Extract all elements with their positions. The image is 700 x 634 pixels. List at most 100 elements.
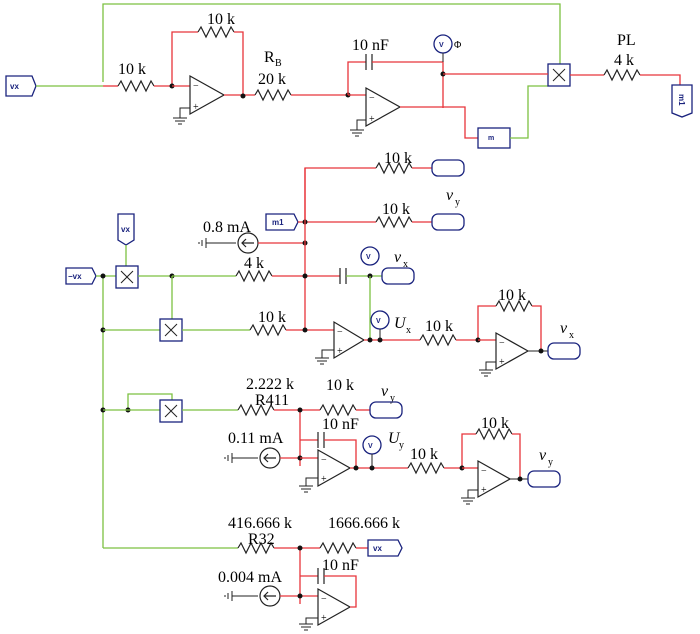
resistor-ux[interactable] xyxy=(419,333,457,347)
svg-text:V: V xyxy=(439,42,444,49)
feedback-wire-top xyxy=(102,3,561,82)
svg-text:+: + xyxy=(369,114,375,125)
svg-text:+: + xyxy=(337,346,343,357)
capacitor-2[interactable] xyxy=(317,432,325,448)
svg-text:−: − xyxy=(337,327,343,338)
resistor-fb-2[interactable] xyxy=(495,299,533,313)
svg-text:Φ: Φ xyxy=(454,40,461,51)
svg-text:−: − xyxy=(499,338,505,349)
resistor-r411[interactable] xyxy=(237,403,275,417)
svg-text:10 k: 10 k xyxy=(425,318,453,335)
resistor-4k[interactable] xyxy=(235,269,273,283)
svg-text:v: v xyxy=(394,249,402,266)
svg-text:vx: vx xyxy=(10,82,19,91)
multiplier-mid-2[interactable] xyxy=(159,318,183,342)
svg-text:V: V xyxy=(368,443,373,450)
op-amp-1[interactable]: − + xyxy=(173,74,226,125)
svg-text:x: x xyxy=(569,330,574,341)
resistor-uy[interactable] xyxy=(407,461,445,475)
resistor-feedback-top[interactable] xyxy=(197,25,235,39)
resistor-10k-c[interactable] xyxy=(319,403,357,417)
svg-text:10 nF: 10 nF xyxy=(322,557,359,574)
svg-text:+: + xyxy=(321,613,327,624)
svg-text:10 k: 10 k xyxy=(481,415,509,432)
op-amp-2[interactable]: − + xyxy=(350,86,402,137)
resistor-fb-3[interactable] xyxy=(475,427,513,441)
voltmeter-vphi[interactable]: V Φ xyxy=(433,34,461,62)
resistor-m1-a[interactable] xyxy=(375,161,413,175)
svg-text:0.8 mA: 0.8 mA xyxy=(203,219,251,236)
svg-text:v: v xyxy=(446,187,454,204)
port-vx-out3[interactable]: vx xyxy=(367,539,403,557)
svg-text:m1: m1 xyxy=(272,218,284,227)
svg-text:U: U xyxy=(388,430,401,447)
svg-text:+: + xyxy=(321,474,327,485)
svg-text:416.666 k: 416.666 k xyxy=(228,515,292,532)
resistor-m1-b[interactable] xyxy=(375,215,413,229)
svg-text:x: x xyxy=(406,325,411,336)
resistor-in-top[interactable] xyxy=(117,79,155,93)
port-vx-col[interactable]: vx xyxy=(117,213,135,246)
op-amp-6[interactable]: − + xyxy=(461,459,512,505)
svg-text:R32: R32 xyxy=(248,531,275,548)
svg-text:m1: m1 xyxy=(677,94,686,106)
svg-text:−: − xyxy=(481,466,487,477)
port-vy-c[interactable] xyxy=(527,470,561,488)
port-vx-input[interactable]: vx xyxy=(5,75,37,97)
current-source-1[interactable] xyxy=(237,232,259,254)
port-neg-vx[interactable]: −vx xyxy=(65,267,97,285)
svg-text:V: V xyxy=(376,318,381,325)
multiplier-top[interactable] xyxy=(547,63,571,87)
resistor-rb[interactable] xyxy=(254,88,292,102)
op-amp-4[interactable]: − + xyxy=(479,331,530,377)
port-vx-a[interactable] xyxy=(381,267,415,285)
svg-text:4 k: 4 k xyxy=(614,52,634,69)
svg-text:v: v xyxy=(381,383,389,400)
port-vy-a[interactable] xyxy=(431,213,465,231)
resistor-r32[interactable] xyxy=(237,541,275,555)
svg-text:20 k: 20 k xyxy=(258,71,286,88)
svg-text:0.11 mA: 0.11 mA xyxy=(228,430,284,447)
port-m1-top[interactable] xyxy=(431,159,465,177)
multiplier-low[interactable] xyxy=(159,399,183,423)
svg-text:+: + xyxy=(499,357,505,368)
svg-text:V: V xyxy=(366,254,371,261)
svg-text:R411: R411 xyxy=(255,392,289,409)
svg-text:vx: vx xyxy=(121,225,130,234)
svg-text:10 k: 10 k xyxy=(382,201,410,218)
svg-text:−: − xyxy=(321,455,327,466)
resistor-label: 10 k xyxy=(118,61,146,78)
block-m[interactable]: m xyxy=(477,127,511,149)
current-source-2[interactable] xyxy=(259,447,281,469)
port-vx-b[interactable] xyxy=(547,342,581,360)
svg-text:4 k: 4 k xyxy=(244,255,264,272)
svg-text:+: + xyxy=(481,485,487,496)
multiplier-mid-1[interactable] xyxy=(115,265,139,289)
port-m1-in[interactable]: m1 xyxy=(265,213,299,231)
op-amp-7[interactable]: − + xyxy=(299,587,352,631)
svg-text:−: − xyxy=(193,81,199,92)
svg-text:10 k: 10 k xyxy=(258,309,286,326)
port-vy-b[interactable] xyxy=(369,401,403,419)
current-source-3[interactable] xyxy=(259,585,281,607)
port-m1-out[interactable]: m1 xyxy=(671,84,693,118)
svg-text:x: x xyxy=(403,259,408,270)
svg-text:0.004 mA: 0.004 mA xyxy=(218,569,282,586)
op-amp-5[interactable]: − + xyxy=(299,448,352,493)
voltmeter-ux[interactable]: V xyxy=(370,310,390,340)
resistor-1666[interactable] xyxy=(319,541,357,555)
op-amp-3[interactable]: − + xyxy=(315,320,366,365)
svg-text:U: U xyxy=(394,315,407,332)
voltmeter-uy[interactable]: V xyxy=(362,435,382,468)
capacitor-mid[interactable] xyxy=(339,268,347,284)
svg-text:2.222 k: 2.222 k xyxy=(246,376,294,393)
voltmeter-vx[interactable]: V xyxy=(360,246,380,266)
svg-text:vx: vx xyxy=(373,544,382,553)
svg-text:10 k: 10 k xyxy=(410,446,438,463)
resistor-label: 10 k xyxy=(207,11,235,28)
capacitor-top[interactable] xyxy=(365,54,373,70)
resistor-pl[interactable] xyxy=(603,68,641,82)
resistor-mid[interactable] xyxy=(249,323,287,337)
svg-text:PL: PL xyxy=(617,32,636,49)
